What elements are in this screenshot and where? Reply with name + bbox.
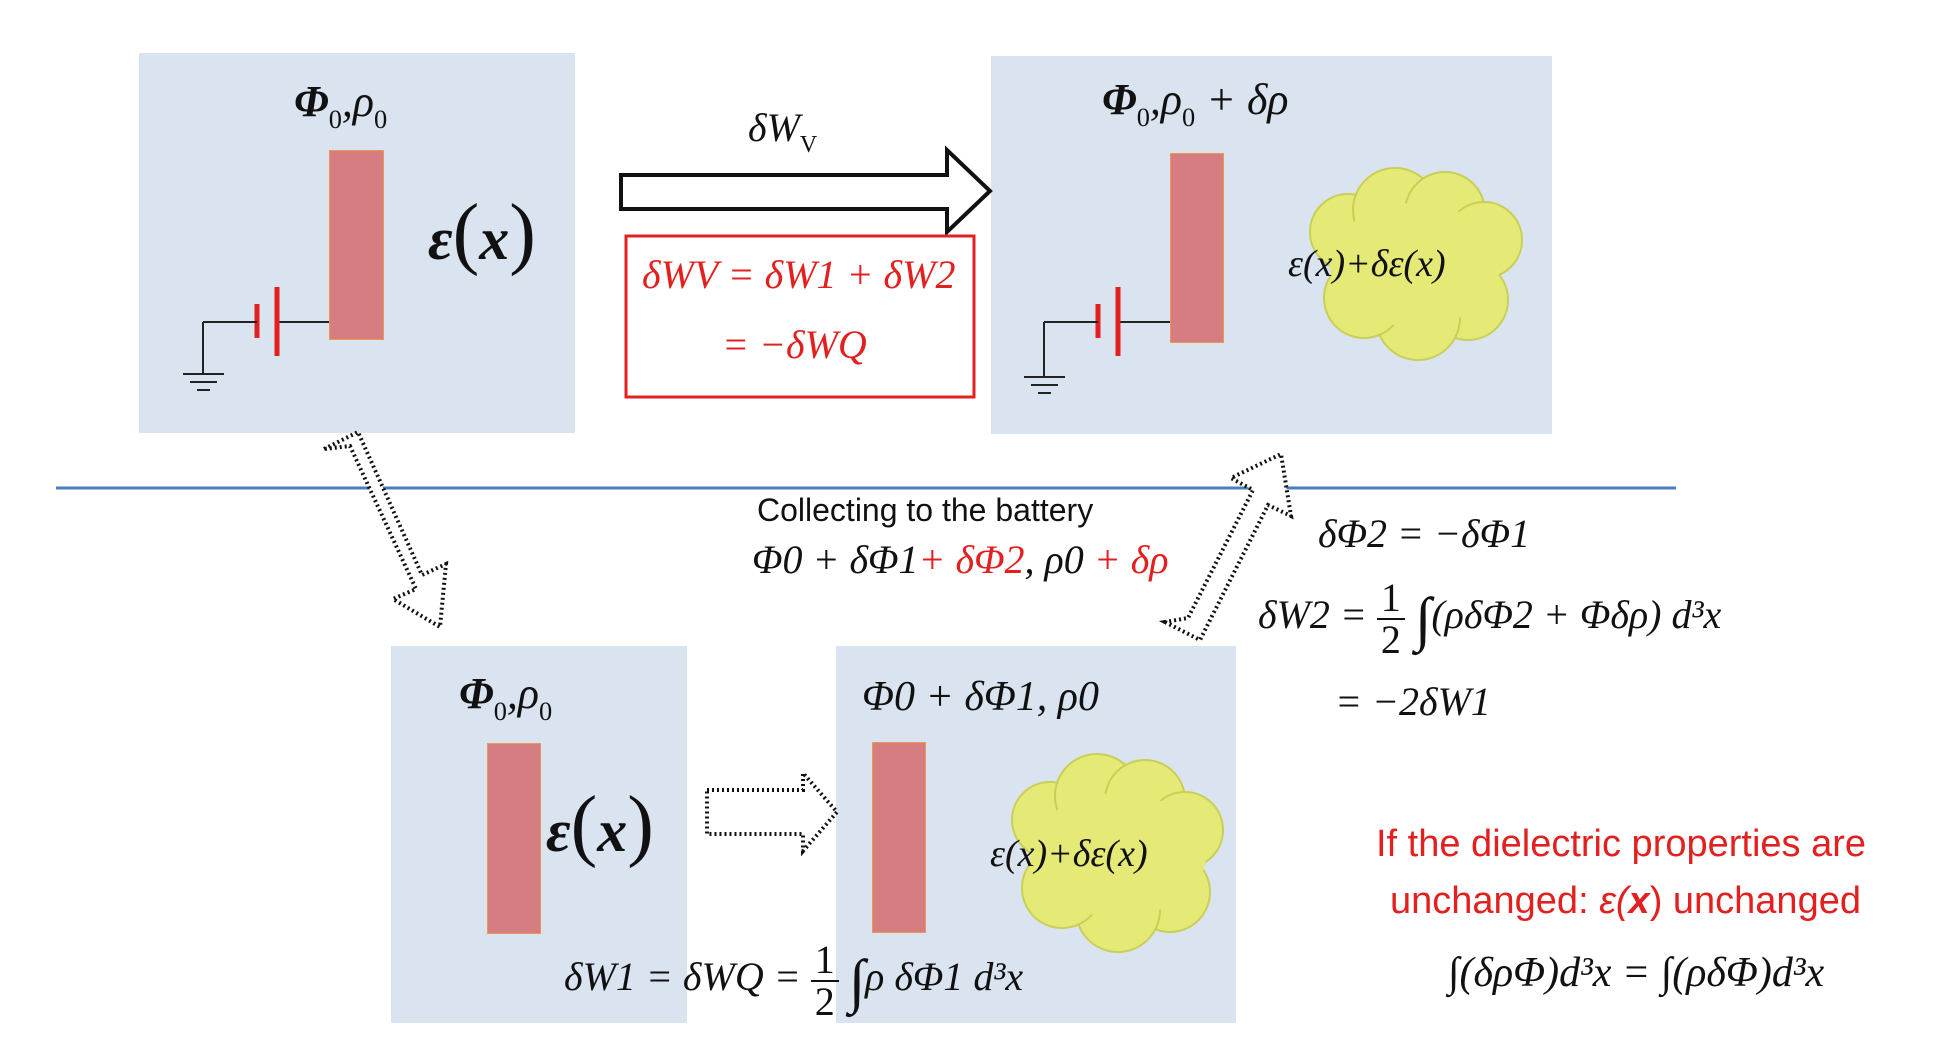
collecting-formula: Φ0 + δΦ1+ δΦ2, ρ0 + δρ	[752, 537, 1169, 582]
label-phi-rho-top-right: Φ0,ρ0 + δρ	[1102, 75, 1289, 132]
cloud-text-bottom-middle: ε(x)+δε(x)	[990, 833, 1148, 875]
battery-ground-top-right	[1024, 287, 1170, 394]
capacitor-plate-bottom-left	[487, 743, 541, 934]
capacitor-plate-bottom-middle	[872, 742, 926, 933]
final-equation: ∫(δρΦ)d³x = ∫(ρδΦ)d³x	[1448, 950, 1825, 996]
dotted-arrow-right	[705, 767, 840, 857]
eq-delta-phi2: δΦ2 = −δΦ1	[1318, 511, 1531, 556]
label-bottom-middle: Φ0 + δΦ1, ρ0	[862, 674, 1099, 720]
cloud-text-top-right: ε(x)+δε(x)	[1288, 243, 1446, 285]
arrow-top-label: δWV	[748, 105, 818, 158]
red-box-line1: δWV = δW1 + δW2	[642, 252, 956, 297]
capacitor-plate-top-left	[329, 150, 384, 340]
epsilon-label-top-left: ε(x)	[428, 189, 536, 277]
red-note-line1: If the dielectric properties are	[1376, 823, 1867, 865]
dotted-arrow-down	[323, 429, 449, 631]
red-box	[624, 234, 976, 399]
eq-minus-2dw1: = −2δW1	[1335, 679, 1491, 724]
red-box-line2: = −δWQ	[722, 322, 867, 367]
epsilon-label-bottom-left: ε(x)	[546, 781, 654, 869]
label-phi-rho-bottom-left: Φ0,ρ0	[459, 669, 553, 726]
arrow-top-right	[619, 145, 993, 237]
battery-ground-top-left	[183, 287, 329, 391]
collecting-text: Collecting to the battery	[757, 492, 1094, 528]
label-phi-rho-top-left: Φ0,ρ0	[294, 77, 388, 134]
dotted-arrow-up	[1158, 451, 1294, 643]
red-note-line2: unchanged: ε(x) unchanged	[1390, 880, 1861, 922]
cloud-top-right	[1309, 167, 1523, 361]
capacitor-plate-top-right	[1170, 153, 1224, 343]
cloud-bottom-middle	[1011, 753, 1224, 953]
